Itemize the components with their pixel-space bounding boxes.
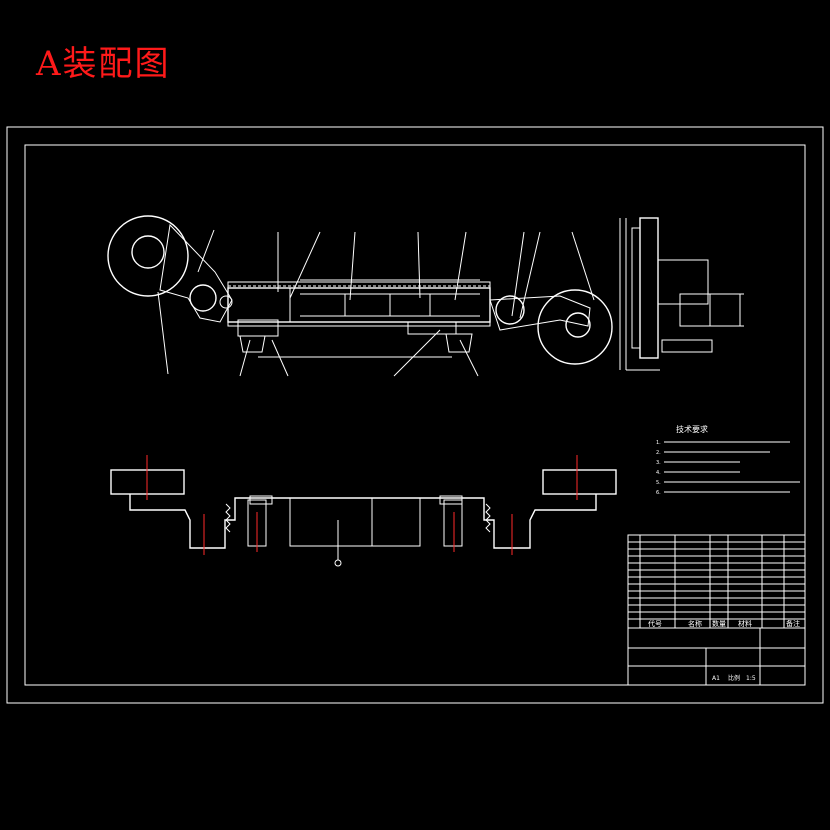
side-base: [661, 339, 713, 353]
main-body: [227, 287, 491, 323]
right-link-arm: [489, 295, 591, 331]
side-plate-a: [639, 217, 659, 359]
mid-block: [407, 321, 457, 335]
left-cap: [249, 495, 273, 505]
left-eye-inner: [131, 235, 165, 269]
left-pin: [189, 284, 217, 312]
center-housing: [289, 497, 421, 547]
sheet-size: A1: [712, 675, 720, 682]
right-spring: [485, 503, 491, 533]
right-end-block: [542, 469, 617, 495]
right-eye-inner: [565, 312, 591, 338]
front-view: [107, 215, 613, 377]
body-top-strip: [227, 281, 491, 289]
outer-border: [6, 126, 824, 704]
side-hub: [657, 259, 709, 305]
right-pin: [495, 295, 525, 325]
parts-header-qty: 数量: [712, 619, 726, 628]
right-cylinder: [443, 499, 463, 547]
plan-outline: [129, 494, 597, 549]
tech-line: 3.: [656, 460, 661, 466]
side-shaft: [679, 293, 711, 327]
pull-rod-end: [334, 559, 342, 567]
drawing-title: A装配图: [36, 44, 171, 84]
leader-lines: [157, 229, 595, 377]
scale-label: 比例: [728, 674, 740, 682]
parts-header-material: 材料: [738, 619, 752, 628]
left-spring: [225, 503, 231, 533]
tech-line: 1.: [656, 440, 661, 446]
scale-value: 1:5: [746, 675, 756, 682]
tech-line: 6.: [656, 490, 661, 496]
side-plate-b: [631, 227, 641, 349]
parts-header-name: 名称: [688, 619, 702, 628]
tech-line: 2.: [656, 450, 661, 456]
tech-heading: 技术要求: [676, 424, 708, 434]
parts-list-grid: [628, 535, 805, 685]
tech-line: 4.: [656, 470, 661, 476]
right-eye-outer: [537, 289, 613, 365]
left-eye-outer: [107, 215, 189, 297]
parts-header-code: 代号: [648, 619, 662, 628]
inner-border: [24, 144, 806, 686]
left-link-arm: [159, 223, 233, 323]
title-block: 代号 名称 数量 材料 备注 A1 比例 1:5: [627, 534, 806, 686]
lower-plate: [227, 321, 491, 327]
right-support: [445, 333, 473, 353]
plan-view: [110, 455, 617, 567]
left-pin-small: [219, 295, 233, 309]
right-cap: [439, 495, 463, 505]
left-support: [239, 335, 266, 353]
tech-line: 5.: [656, 480, 661, 486]
parts-header-remark: 备注: [786, 619, 800, 628]
side-view: [619, 217, 744, 371]
tech-requirements: 技术要求 1. 2. 3. 4. 5. 6.: [656, 424, 800, 496]
